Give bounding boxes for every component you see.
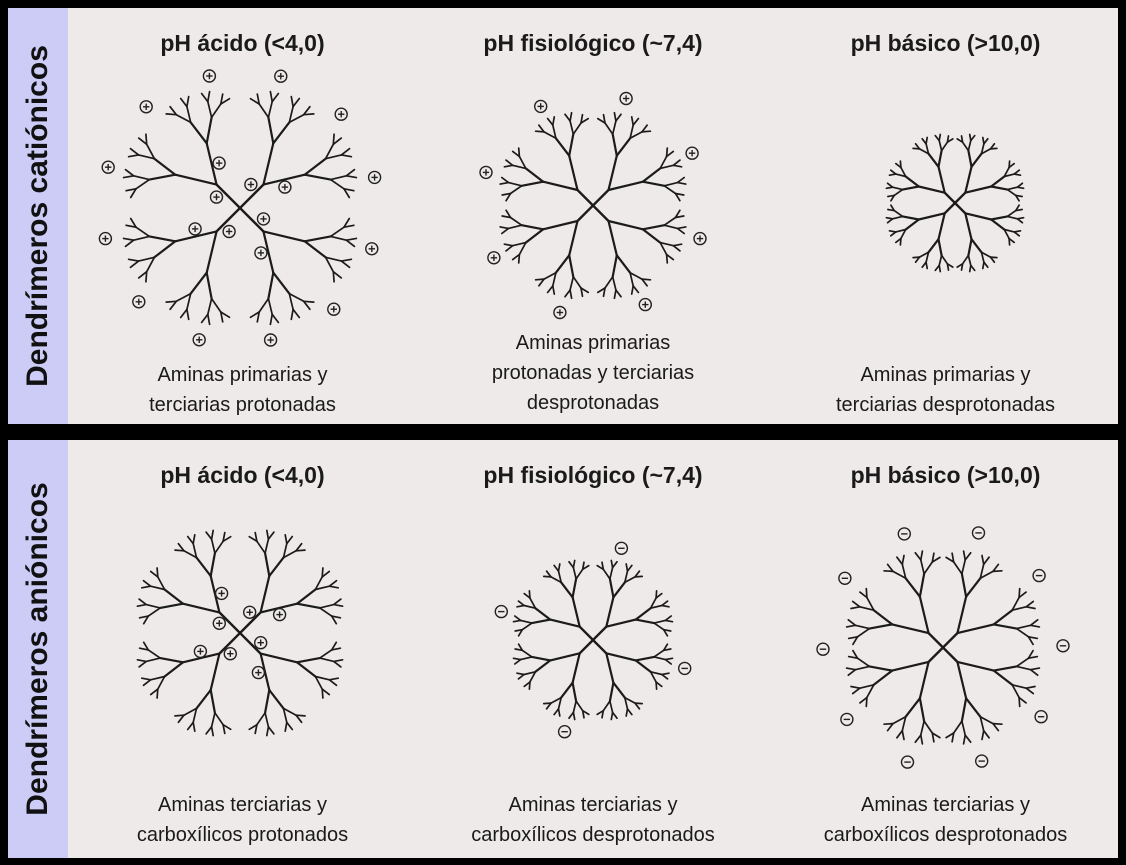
- surface-charge: [685, 146, 699, 160]
- panel-anionic: Dendrímeros aniónicos pH ácido (<4,0) Am…: [8, 440, 1118, 858]
- surface-charge: [677, 661, 692, 676]
- dendrimer-branches: [885, 133, 1025, 273]
- inner-charge: [222, 224, 236, 239]
- surface-charge: [638, 297, 653, 312]
- caption-line: carboxílicos protonados: [136, 824, 349, 846]
- cell-anionic-acid: pH ácido (<4,0) Aminas terciarias y carb…: [70, 440, 415, 858]
- caption-cationic-physiological: Aminas primarias protonadas y terciarias…: [418, 328, 768, 418]
- surface-charge: [1032, 568, 1046, 583]
- caption-line: carboxílicos desprotonados: [471, 824, 715, 846]
- heading-cationic-physiological: pH fisiológico (~7,4): [483, 30, 703, 56]
- inner-charge: [214, 586, 229, 601]
- surface-charge: [900, 755, 915, 769]
- inner-charge: [278, 180, 292, 194]
- cell-anionic-physiological: pH fisiológico (~7,4) Aminas terciarias …: [418, 440, 768, 858]
- surface-charge: [840, 712, 854, 727]
- caption-cationic-acid: Aminas primarias y terciarias protonadas: [70, 360, 415, 420]
- surface-charge: [263, 333, 278, 347]
- inner-charge: [254, 246, 268, 260]
- inner-charge: [244, 177, 258, 192]
- caption-line: Aminas primarias y: [860, 364, 1031, 386]
- surface-charge: [98, 231, 113, 246]
- inner-charge: [272, 607, 287, 622]
- cell-anionic-basic: pH básico (>10,0) Aminas terciarias y ca…: [773, 440, 1118, 858]
- surface-charge: [274, 69, 288, 83]
- inner-charge: [256, 212, 271, 226]
- surface-charge: [192, 333, 206, 347]
- dendrimer-branches: [499, 111, 687, 300]
- surface-charge: [1056, 639, 1070, 653]
- caption-line: Aminas terciarias y: [508, 794, 678, 816]
- surface-charge: [557, 724, 572, 739]
- surface-charge: [487, 251, 501, 265]
- inner-charge: [251, 665, 266, 680]
- caption-line: Aminas terciarias y: [158, 794, 327, 816]
- heading-cationic-basic: pH básico (>10,0): [850, 30, 1041, 56]
- surface-charge: [139, 100, 153, 114]
- surface-charge: [971, 526, 986, 540]
- surface-charge: [619, 91, 633, 106]
- surface-charge: [816, 642, 830, 656]
- surface-charge: [494, 604, 508, 619]
- inner-charge: [253, 635, 268, 650]
- heading-anionic-acid: pH ácido (<4,0): [160, 462, 325, 488]
- caption-line: Aminas primarias: [515, 332, 671, 354]
- caption-line: desprotonadas: [526, 392, 660, 414]
- cell-cationic-basic: pH básico (>10,0) Aminas primarias y ter…: [773, 8, 1118, 424]
- inner-charge: [188, 222, 202, 236]
- surface-charge: [838, 571, 852, 585]
- dendrimer-branches: [122, 90, 358, 326]
- inner-charge: [193, 644, 208, 659]
- surface-charge: [202, 69, 217, 83]
- inner-charge: [212, 156, 226, 170]
- surface-charge: [365, 242, 379, 256]
- panel-cationic: Dendrímeros catiónicos pH ácido (<4,0) A…: [8, 8, 1118, 424]
- caption-line: terciarias desprotonadas: [835, 394, 1055, 416]
- caption-anionic-physiological: Aminas terciarias y carboxílicos desprot…: [418, 790, 768, 850]
- dendrimer-cationic-physiological: [473, 88, 713, 323]
- surface-charge: [367, 170, 382, 185]
- inner-charge: [242, 605, 257, 620]
- inner-charge: [223, 646, 238, 661]
- inner-charge: [209, 190, 224, 204]
- dendrimer-branches: [845, 550, 1041, 745]
- surface-charge: [693, 231, 707, 246]
- dendrimer-anionic-physiological: [483, 535, 703, 745]
- surface-charge: [553, 305, 567, 320]
- surface-charge: [334, 107, 348, 121]
- surface-charge: [974, 754, 989, 768]
- dendrimer-anionic-basic: [808, 515, 1078, 780]
- cell-cationic-physiological: pH fisiológico (~7,4) Aminas primarias p…: [418, 8, 768, 424]
- heading-cationic-acid: pH ácido (<4,0): [160, 30, 325, 56]
- surface-charge: [1034, 709, 1048, 724]
- surface-charge: [533, 99, 548, 114]
- cell-cationic-acid: pH ácido (<4,0) Aminas primarias y terci…: [70, 8, 415, 424]
- caption-line: Aminas primarias y: [157, 364, 328, 386]
- caption-line: carboxílicos desprotonados: [823, 824, 1068, 846]
- inner-charge: [212, 616, 227, 631]
- caption-line: terciarias protonadas: [149, 394, 336, 416]
- dendrimer-anionic-acid: [110, 508, 370, 758]
- caption-anionic-basic: Aminas terciarias y carboxílicos desprot…: [773, 790, 1118, 850]
- caption-line: protonadas y terciarias: [491, 362, 695, 384]
- row-label-anionic: Dendrímeros aniónicos: [8, 440, 68, 858]
- dendrimer-cationic-basic: [865, 108, 1045, 298]
- heading-anionic-physiological: pH fisiológico (~7,4): [483, 462, 703, 488]
- surface-charge: [897, 527, 912, 541]
- dendrimer-cationic-acid: [90, 68, 390, 348]
- caption-cationic-basic: Aminas primarias y terciarias desprotona…: [773, 360, 1118, 420]
- surface-charge: [132, 295, 146, 309]
- surface-charge: [101, 160, 115, 174]
- dendrimer-branches: [136, 529, 344, 737]
- row-label-cationic: Dendrímeros catiónicos: [8, 8, 68, 424]
- surface-charge: [327, 302, 341, 316]
- surface-charge: [614, 541, 629, 556]
- dendrimer-branches: [512, 559, 674, 721]
- caption-line: Aminas terciarias y: [861, 794, 1030, 816]
- caption-anionic-acid: Aminas terciarias y carboxílicos protona…: [70, 790, 415, 850]
- surface-charge: [479, 165, 493, 180]
- heading-anionic-basic: pH básico (>10,0): [850, 462, 1041, 488]
